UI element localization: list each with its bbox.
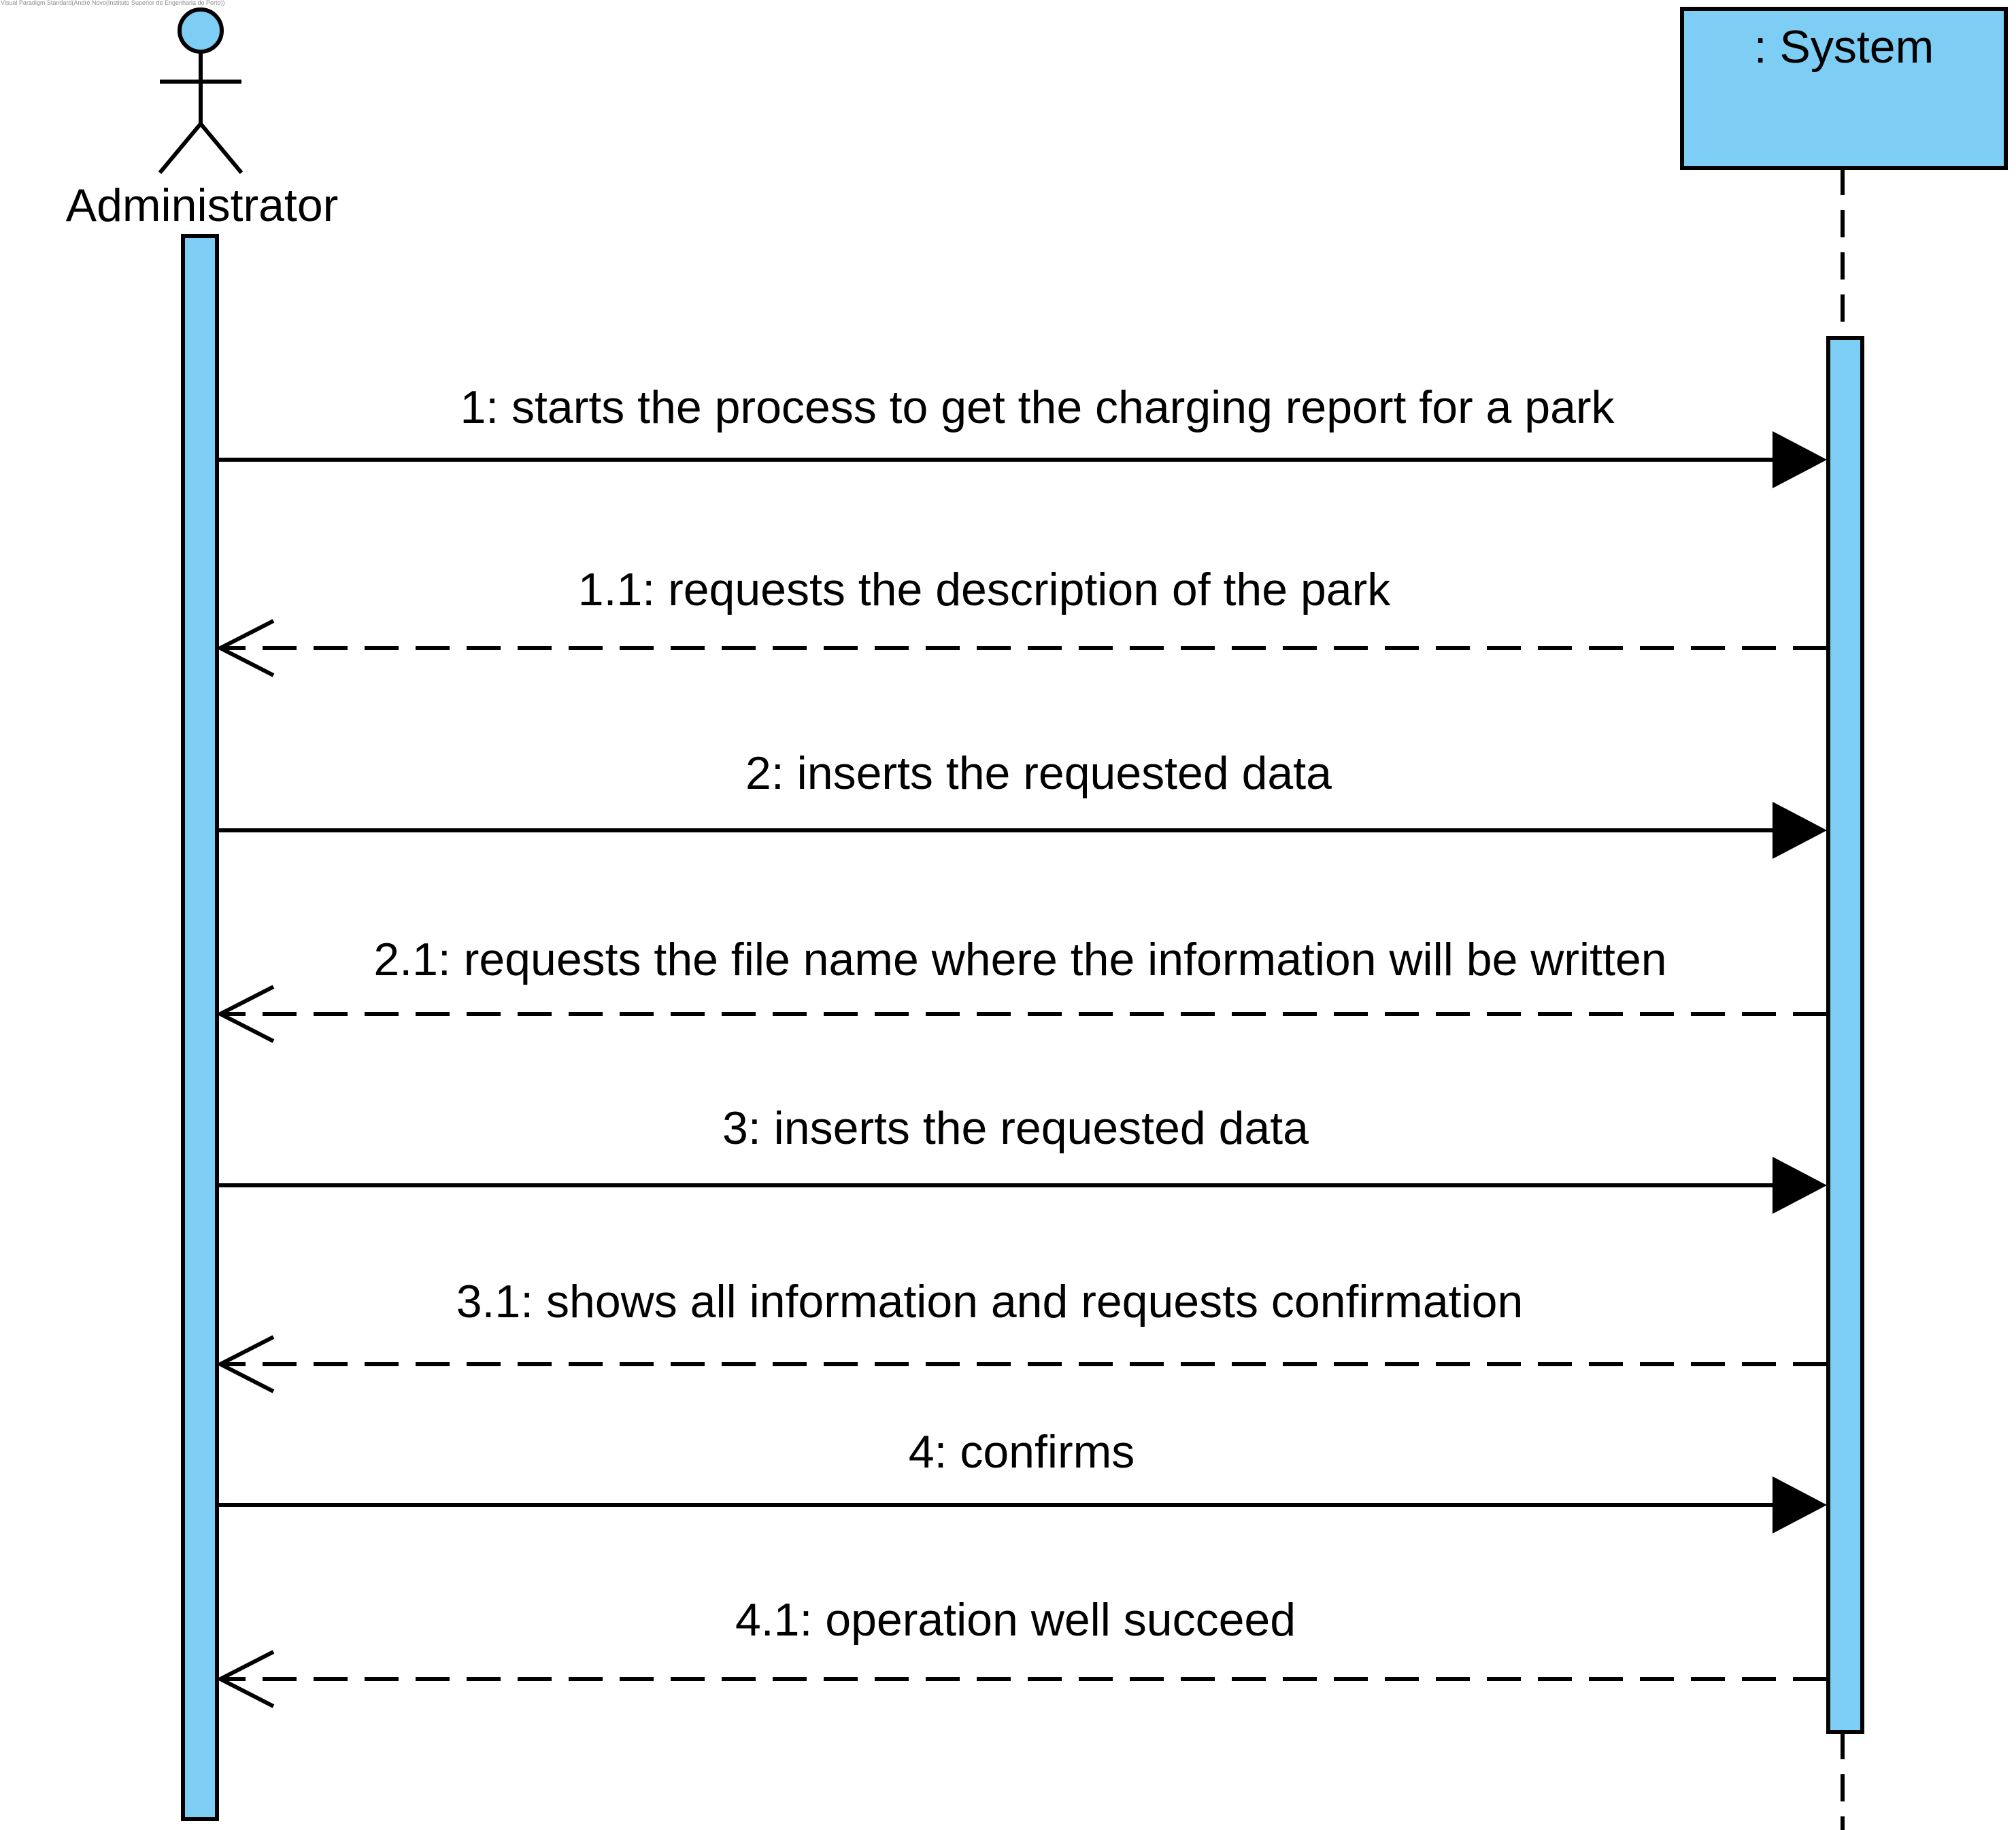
watermark: Visual Paradigm Standard(André Novo(Inst… <box>1 0 225 6</box>
open-arrowhead-icon <box>216 619 275 677</box>
open-arrowhead-icon <box>216 985 275 1043</box>
filled-arrowhead-icon <box>1773 1157 1827 1214</box>
filled-arrowhead-icon <box>1773 802 1827 859</box>
message-label: 2.1: requests the file name where the in… <box>373 934 1666 985</box>
message-2[interactable]: 2: inserts the requested data <box>219 747 1827 859</box>
message-2-1[interactable]: 2.1: requests the file name where the in… <box>216 934 1827 1043</box>
system-activation-bar <box>1826 336 1864 1734</box>
actor-left-leg <box>158 122 203 174</box>
stick-figure-icon <box>158 7 243 174</box>
message-4[interactable]: 4: confirms <box>219 1426 1827 1534</box>
message-label: 4.1: operation well succeed <box>735 1594 1296 1646</box>
message-4-1[interactable]: 4.1: operation well succeed <box>216 1594 1827 1708</box>
message-1[interactable]: 1: starts the process to get the chargin… <box>219 382 1827 488</box>
message-label: 3.1: shows all information and requests … <box>456 1276 1524 1327</box>
system-header-box <box>1680 7 2008 170</box>
actor-head <box>178 7 224 54</box>
message-label: 3: inserts the requested data <box>722 1102 1309 1154</box>
open-arrowhead-icon <box>216 1335 275 1393</box>
message-label: 1.1: requests the description of the par… <box>578 564 1391 615</box>
message-label: 4: confirms <box>909 1426 1135 1478</box>
lifeline-system[interactable]: : System <box>1680 7 2008 170</box>
message-3-1[interactable]: 3.1: shows all information and requests … <box>216 1276 1827 1393</box>
message-label: 2: inserts the requested data <box>745 747 1332 799</box>
open-arrowhead-icon <box>216 1650 275 1708</box>
message-3[interactable]: 3: inserts the requested data <box>219 1102 1827 1214</box>
filled-arrowhead-icon <box>1773 1476 1827 1534</box>
message-label: 1: starts the process to get the chargin… <box>460 382 1615 433</box>
actor-right-leg <box>199 122 243 174</box>
actor-activation-bar <box>181 234 219 1821</box>
actor-administrator[interactable]: Administrator <box>66 7 339 231</box>
actor-name: Administrator <box>66 180 339 231</box>
system-name: : System <box>1754 21 1934 73</box>
message-1-1[interactable]: 1.1: requests the description of the par… <box>216 564 1827 677</box>
filled-arrowhead-icon <box>1773 431 1827 488</box>
